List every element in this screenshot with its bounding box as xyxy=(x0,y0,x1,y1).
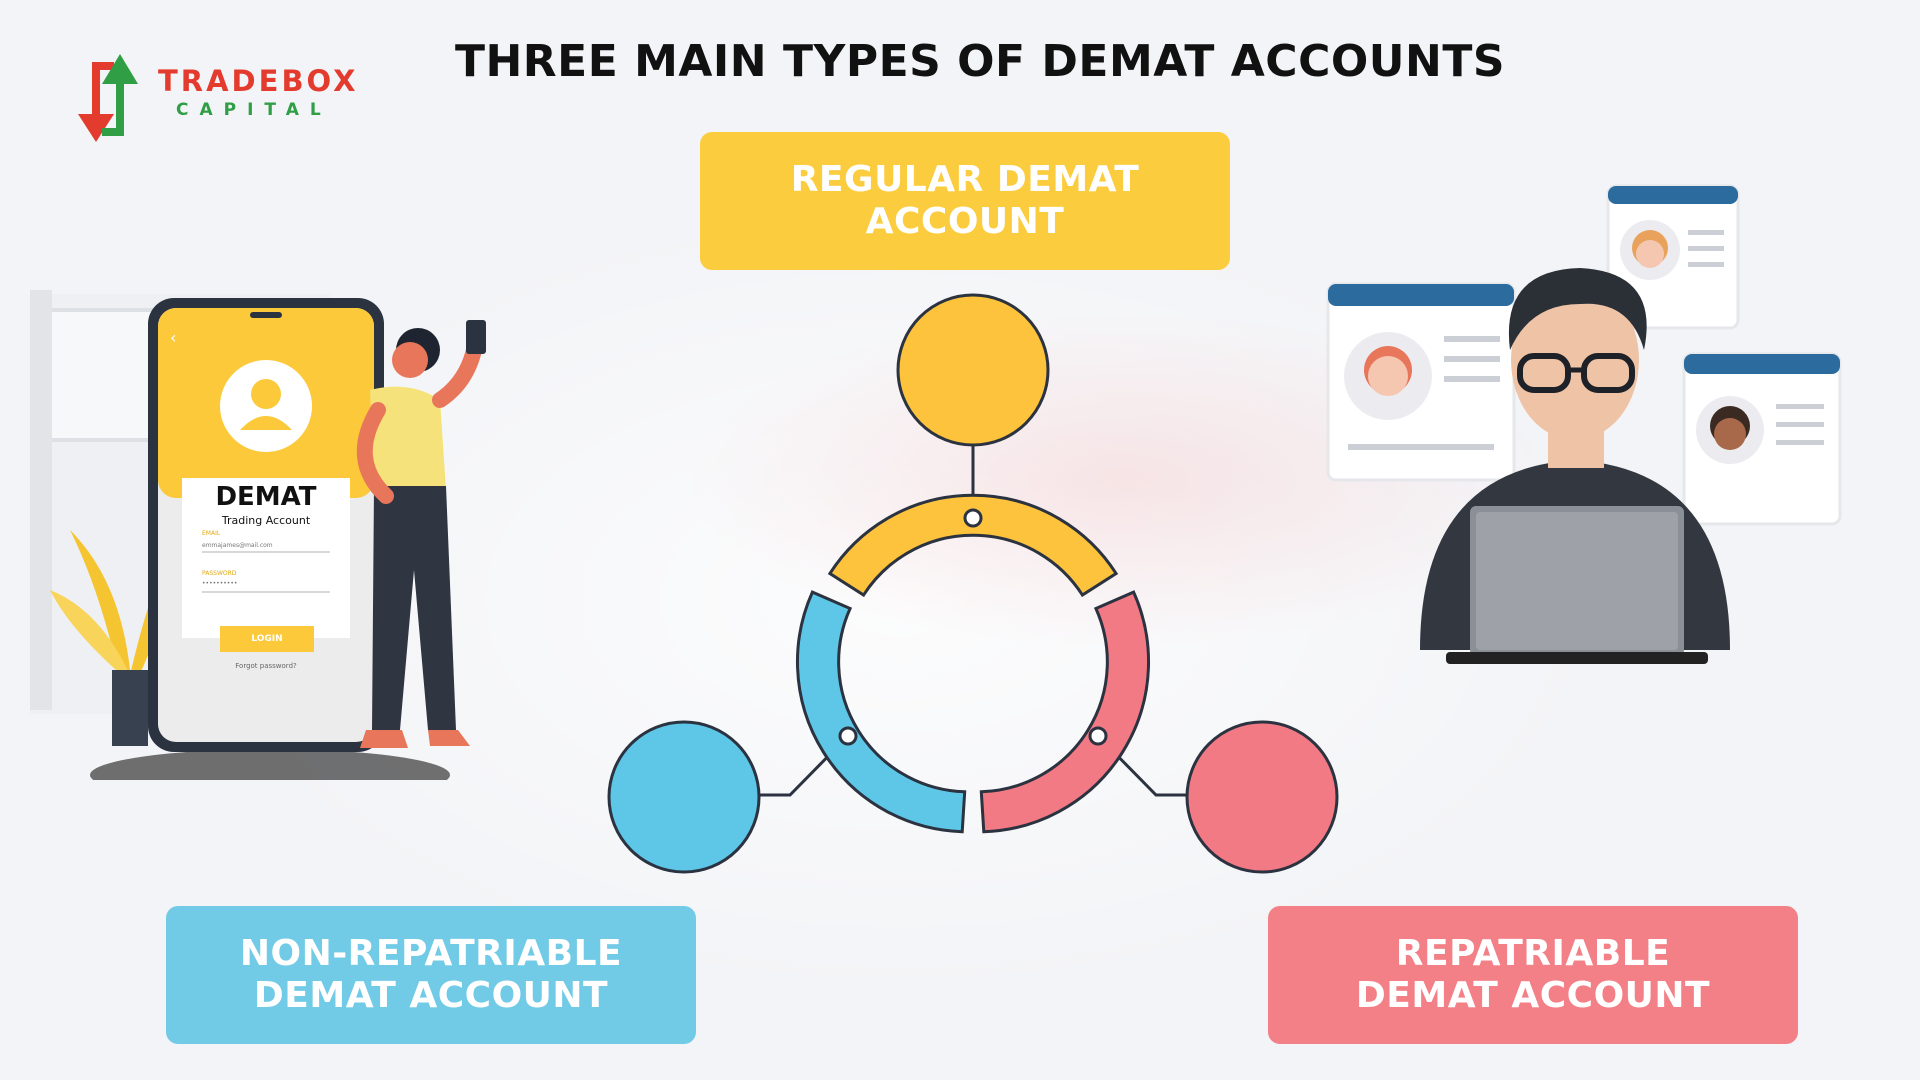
up-down-arrows-icon xyxy=(78,54,138,142)
repatriable-demat-account-box: REPATRIABLE DEMAT ACCOUNT xyxy=(1268,906,1798,1044)
box-line: DEMAT ACCOUNT xyxy=(1355,975,1711,1016)
node-circle-yellow xyxy=(896,293,1050,447)
email-label: EMAIL xyxy=(202,530,221,537)
profile-card-right xyxy=(1682,352,1842,526)
password-field[interactable]: •••••••••• xyxy=(202,580,238,587)
forgot-password-link[interactable]: Forgot password? xyxy=(235,662,297,670)
node-circle-pink xyxy=(1185,720,1339,874)
logo-word-tradebox: TRADEBOX xyxy=(158,64,359,98)
box-line: DEMAT ACCOUNT xyxy=(253,975,609,1016)
profile-card-top xyxy=(1606,184,1740,330)
box-line: ACCOUNT xyxy=(865,201,1065,242)
ring-segment-pink xyxy=(979,590,1151,834)
box-line: NON-REPATRIABLE xyxy=(239,933,623,974)
email-field[interactable]: emmajames@mail.com xyxy=(202,542,273,549)
connector-dot-top xyxy=(963,508,983,528)
profile-card-left xyxy=(1326,282,1516,482)
connector-dot-left xyxy=(838,726,858,746)
logo-word-capital: CAPITAL xyxy=(176,100,332,120)
phone-illustration: ‹ DEMAT Trading Account EMAIL emmajames@… xyxy=(30,290,520,780)
box-line: REGULAR DEMAT xyxy=(790,159,1140,200)
node-circle-blue xyxy=(607,720,761,874)
chevron-left-icon: ‹ xyxy=(170,328,177,347)
box-line: REPATRIABLE xyxy=(1395,933,1671,974)
ring-segment-yellow xyxy=(827,493,1119,598)
phone-illustration-art xyxy=(30,290,486,780)
phone-screen-title: DEMAT xyxy=(215,482,317,512)
connector-dot-right xyxy=(1088,726,1108,746)
regular-demat-account-box: REGULAR DEMAT ACCOUNT xyxy=(700,132,1230,270)
password-label: PASSWORD xyxy=(202,570,237,577)
phone-screen-subtitle: Trading Account xyxy=(221,514,311,527)
tradebox-logo: TRADEBOX CAPITAL xyxy=(62,44,362,154)
non-repatriable-demat-account-box: NON-REPATRIABLE DEMAT ACCOUNT xyxy=(166,906,696,1044)
ring-segment-blue xyxy=(795,590,967,834)
login-button[interactable]: LOGIN xyxy=(251,634,283,644)
page-title: THREE MAIN TYPES OF DEMAT ACCOUNTS xyxy=(454,36,1506,87)
man-with-laptop xyxy=(1420,268,1730,664)
